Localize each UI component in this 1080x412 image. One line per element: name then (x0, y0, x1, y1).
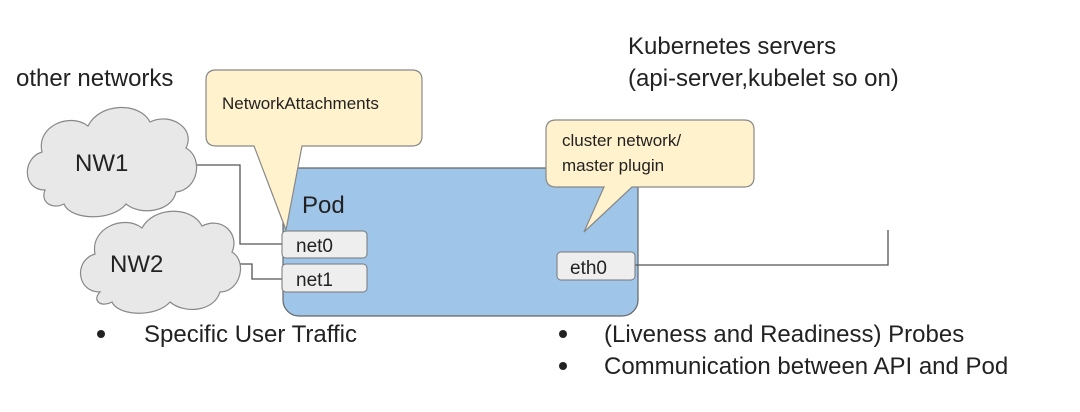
bullet-probes: (Liveness and Readiness) Probes (604, 321, 964, 348)
bullet-specific-user-traffic: Specific User Traffic (144, 321, 357, 348)
net1-label: net1 (296, 270, 333, 291)
bullet-api-pod-communication: Communication between API and Pod (604, 353, 1008, 380)
kubernetes-servers-label-line2: (api-server,kubelet so on) (628, 65, 899, 92)
bullet-dot (559, 362, 567, 370)
cluster-network-label-line1: cluster network/ (562, 131, 681, 150)
nw1-label: NW1 (75, 150, 128, 177)
net1-box (281, 263, 368, 293)
net0-box (281, 230, 368, 259)
bullet-dot (97, 330, 105, 338)
nw1-connector (190, 164, 282, 245)
other-networks-label: other networks (16, 65, 173, 92)
nw1-cloud (26, 106, 198, 218)
bullet-dot (559, 330, 567, 338)
nw2-label: NW2 (110, 251, 163, 278)
pod-label: Pod (302, 192, 345, 219)
eth0-box (556, 251, 636, 281)
kubernetes-servers-label-line1: Kubernetes servers (628, 33, 836, 60)
net0-label: net0 (296, 236, 333, 257)
network-attachments-label: NetworkAttachments (222, 94, 379, 113)
cluster-network-label-line2: master plugin (562, 156, 664, 175)
eth0-connector (634, 230, 889, 266)
cluster-network-callout (545, 119, 755, 233)
nw2-cloud (79, 210, 242, 314)
network-attachments-callout (205, 69, 423, 233)
eth0-label: eth0 (570, 258, 607, 279)
